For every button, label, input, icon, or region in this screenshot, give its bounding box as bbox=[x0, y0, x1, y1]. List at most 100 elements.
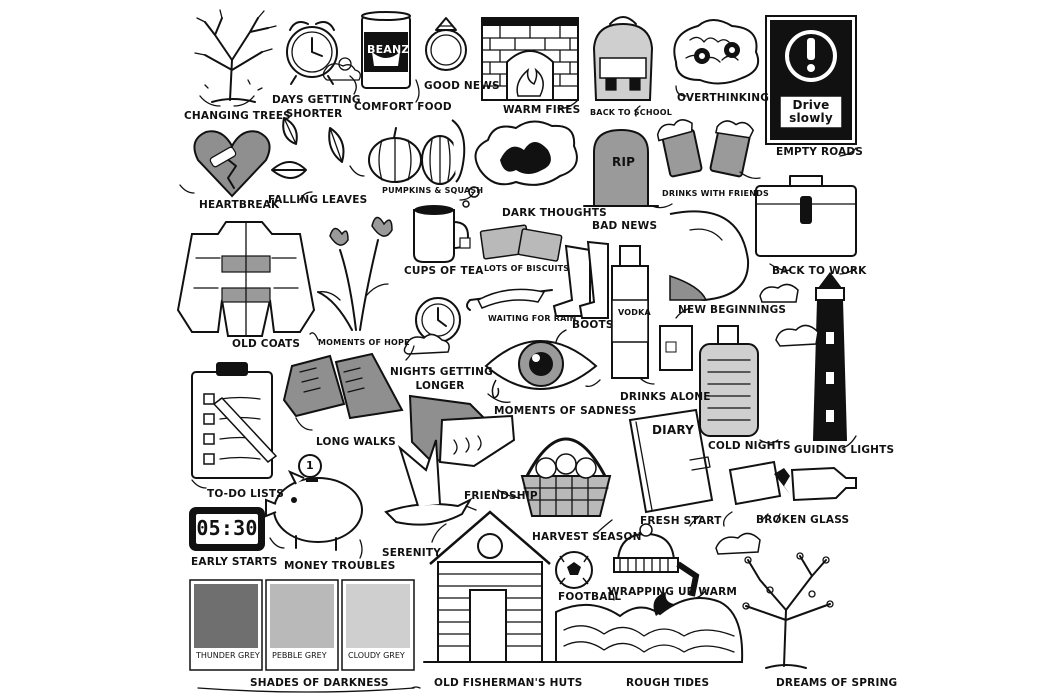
coin-text: 1 bbox=[306, 459, 314, 472]
label-to-do-lists: TO-DO LISTS bbox=[207, 488, 285, 500]
label-long-walks: LONG WALKS bbox=[316, 436, 396, 448]
gravestone-text: RIP bbox=[612, 155, 636, 169]
label-waiting-for-rain: WAITING FOR RAIN bbox=[488, 314, 577, 323]
eye-icon bbox=[484, 340, 598, 399]
label-moments-of-hope: MOMENTS OF HOPE bbox=[318, 338, 410, 347]
label-old-fishermans-huts: OLD FISHERMAN'S HUTS bbox=[434, 677, 583, 689]
waves-icon bbox=[555, 592, 744, 663]
brain-icon bbox=[673, 19, 760, 85]
digital-clock-icon bbox=[189, 507, 265, 551]
label-harvest-season: HARVEST SEASON bbox=[532, 531, 642, 543]
label-broken-glass: BROKEN GLASS bbox=[756, 514, 850, 526]
connector-arrows bbox=[179, 75, 857, 689]
label-moments-of-sadness: MOMENTS OF SADNESS bbox=[494, 405, 637, 417]
warning-sign-icon bbox=[765, 15, 857, 145]
blossom-tree-icon bbox=[715, 532, 834, 669]
food-tin-icon bbox=[361, 11, 411, 89]
pregnant-belly-icon bbox=[669, 210, 750, 302]
cloudy-grey-swatch bbox=[346, 584, 410, 648]
label-overthinking: OVERTHINKING bbox=[677, 92, 770, 104]
beach-hut-icon bbox=[423, 510, 557, 663]
sign-text-drive: Drive bbox=[792, 98, 830, 112]
handshake-icon bbox=[408, 394, 516, 468]
fireplace-icon bbox=[481, 17, 579, 101]
knit-hat-icon bbox=[613, 523, 700, 597]
lighthouse-icon bbox=[759, 272, 848, 441]
label-serenity: SERENITY bbox=[382, 547, 442, 559]
diary-cover-text: DIARY bbox=[652, 423, 694, 437]
mug-icon bbox=[413, 205, 471, 263]
wellington-boots-icon bbox=[552, 240, 609, 319]
thunder-grey-swatch bbox=[194, 584, 258, 648]
label-money-troubles: MONEY TROUBLES bbox=[284, 560, 396, 572]
swatch-label-thunder-grey: THUNDER GREY bbox=[196, 651, 260, 660]
basket-icon bbox=[520, 437, 612, 517]
dove-icon bbox=[384, 439, 477, 526]
tree-icon bbox=[194, 9, 277, 103]
label-friendship: FRIENDSHIP bbox=[464, 490, 538, 502]
label-beanz: BEANZ bbox=[367, 43, 410, 56]
label-good-news: GOOD NEWS bbox=[424, 80, 500, 92]
label-guiding-lights: GUIDING LIGHTS bbox=[794, 444, 895, 456]
diary-icon bbox=[628, 408, 714, 514]
piggy-bank-icon bbox=[265, 454, 363, 551]
label-rough-tides: ROUGH TIDES bbox=[626, 677, 710, 689]
label-drinks-alone: DRINKS ALONE bbox=[620, 391, 711, 403]
beer-mugs-icon bbox=[656, 119, 755, 178]
gravestone-icon bbox=[583, 128, 659, 207]
bottle-text-vodka: VODKA bbox=[618, 308, 651, 317]
label-new-beginnings: NEW BEGINNINGS bbox=[678, 304, 787, 316]
label-fresh-start: FRESH START bbox=[640, 515, 722, 527]
label-changing-trees: CHANGING TREES bbox=[184, 110, 291, 122]
label-drinks-with-friends: DRINKS WITH FRIENDS bbox=[662, 189, 769, 198]
pumpkin-icon bbox=[368, 119, 466, 185]
umbrella-icon bbox=[466, 288, 553, 311]
football-icon bbox=[555, 551, 593, 589]
label-cups-of-tea: CUPS OF TEA bbox=[404, 265, 484, 277]
backpack-icon bbox=[592, 16, 654, 101]
label-bad-news: BAD NEWS bbox=[592, 220, 658, 232]
label-shades-of-darkness: SHADES OF DARKNESS bbox=[250, 677, 389, 689]
hot-water-bottle-icon bbox=[699, 325, 759, 437]
briefcase-icon bbox=[755, 175, 857, 257]
label-cold-nights: COLD NIGHTS bbox=[708, 440, 791, 452]
label-dark-thoughts: DARK THOUGHTS bbox=[502, 207, 607, 219]
vodka-bottle-icon bbox=[611, 245, 693, 379]
leaves-icon bbox=[271, 117, 345, 179]
label-football: FOOTBALL bbox=[558, 591, 622, 603]
label-lots-of-biscuits: LOTS OF BISCUITS bbox=[484, 264, 570, 273]
label-pumpkins-squash: PUMPKINS & SQUASH bbox=[382, 186, 484, 195]
label-empty-roads: EMPTY ROADS bbox=[776, 146, 864, 158]
flower-icon bbox=[317, 216, 393, 331]
label-back-to-work: BACK TO WORK bbox=[772, 265, 867, 277]
label-nights-getting-longer-2: LONGER bbox=[415, 380, 465, 392]
label-days-getting-shorter-2: SHORTER bbox=[285, 108, 343, 120]
label-comfort-food: COMFORT FOOD bbox=[354, 101, 452, 113]
label-old-coats: OLD COATS bbox=[232, 338, 301, 350]
broken-heart-icon bbox=[193, 130, 271, 198]
label-heartbreak: HEARTBREAK bbox=[199, 199, 280, 211]
label-boots: BOOTS bbox=[572, 319, 614, 331]
alarm-clock-icon bbox=[403, 297, 461, 355]
label-wrapping-up-warm: WRAPPING UP WARM bbox=[608, 586, 737, 598]
alarm-clock-icon bbox=[286, 21, 361, 85]
label-back-to-school: BACK TO SCHOOL bbox=[590, 108, 673, 117]
label-dreams-of-spring: DREAMS OF SPRING bbox=[776, 677, 898, 689]
label-early-starts: EARLY STARTS bbox=[191, 556, 278, 568]
hiking-boots-icon bbox=[282, 352, 404, 420]
biscuits-icon bbox=[479, 224, 563, 262]
label-nights-getting-longer-1: NIGHTS GETTING bbox=[390, 366, 493, 378]
coat-icon bbox=[176, 221, 316, 337]
label-days-getting-shorter-1: DAYS GETTING bbox=[272, 94, 361, 106]
swatch-label-cloudy-grey: CLOUDY GREY bbox=[348, 651, 405, 660]
ring-icon bbox=[425, 17, 467, 71]
pebble-grey-swatch bbox=[270, 584, 334, 648]
swatches bbox=[189, 579, 415, 693]
clipboard-icon bbox=[191, 362, 278, 479]
sign-text-slowly: slowly bbox=[789, 111, 833, 125]
label-warm-fires: WARM FIRES bbox=[503, 104, 581, 116]
digital-clock-time: 05:30 bbox=[196, 516, 258, 540]
label-falling-leaves: FALLING LEAVES bbox=[268, 194, 368, 206]
broken-bottle-icon bbox=[728, 460, 857, 523]
